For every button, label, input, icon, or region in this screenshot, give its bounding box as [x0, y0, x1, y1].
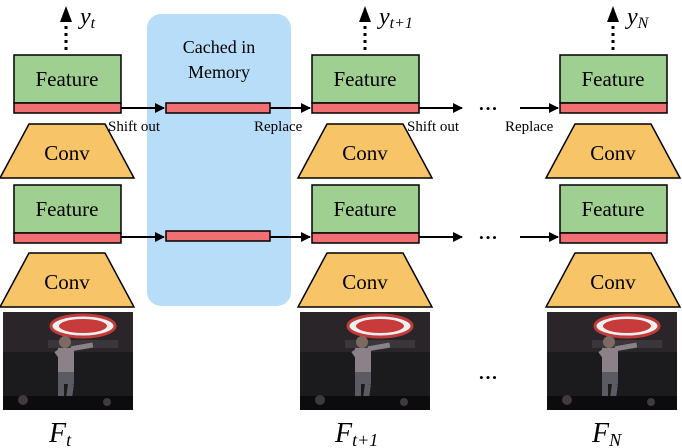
cached-shift-segment-bottom — [165, 230, 271, 242]
memory-label-line1: Cached in — [183, 37, 255, 57]
ellipsis: ••• — [479, 370, 499, 385]
feature-block — [311, 184, 420, 234]
output-arrowhead — [359, 6, 371, 22]
feature-label: Feature — [334, 197, 397, 221]
column-t-plus-1: Feature Conv Feature Conv yt+1 Ft+1 — [296, 4, 434, 448]
output-label: yt — [78, 4, 96, 32]
feature-label: Feature — [582, 197, 645, 221]
conv-block — [0, 252, 136, 308]
feature-block — [13, 54, 122, 104]
frame-label: FN — [591, 418, 622, 448]
conv-label: Conv — [44, 270, 90, 294]
video-frame-image — [1, 310, 135, 412]
conv-block — [0, 123, 136, 179]
shift-bar — [311, 102, 420, 114]
frame-label: Ft+1 — [334, 418, 378, 448]
cached-shift-segment-top — [165, 102, 271, 114]
conv-block — [296, 252, 434, 308]
shift-out-label: Shift out — [407, 119, 460, 135]
replace-label: Replace — [505, 119, 554, 135]
feature-block — [559, 54, 668, 104]
conv-label: Conv — [44, 141, 90, 165]
shift-bar — [13, 232, 122, 244]
column-t: Feature Conv Feature Conv yt Ft — [0, 4, 136, 448]
video-frame-image — [545, 310, 679, 412]
feature-block — [559, 184, 668, 234]
conv-label: Conv — [342, 141, 388, 165]
conv-block — [296, 123, 434, 179]
feature-label: Feature — [582, 67, 645, 91]
video-frame-image — [298, 310, 432, 412]
conv-label: Conv — [590, 141, 636, 165]
column-n: Feature Conv Feature Conv yN FN — [544, 4, 682, 448]
feature-label: Feature — [36, 197, 99, 221]
feature-label: Feature — [36, 67, 99, 91]
ellipsis: ••• — [479, 101, 499, 116]
output-arrowhead — [607, 6, 619, 22]
shift-bar — [13, 102, 122, 114]
shift-bar — [559, 232, 668, 244]
output-label: yN — [625, 4, 650, 32]
feature-label: Feature — [334, 67, 397, 91]
memory-label-line2: Memory — [188, 62, 250, 82]
output-label: yt+1 — [377, 4, 413, 32]
frame-label: Ft — [48, 418, 72, 448]
conv-label: Conv — [590, 270, 636, 294]
output-arrowhead — [60, 6, 72, 22]
conv-label: Conv — [342, 270, 388, 294]
shift-out-label: Shift out — [108, 119, 161, 135]
conv-block — [544, 252, 682, 308]
conv-block — [544, 123, 682, 179]
replace-label: Replace — [254, 119, 303, 135]
shift-bar — [559, 102, 668, 114]
shift-bar — [311, 232, 420, 244]
feature-block — [311, 54, 420, 104]
ellipsis: ••• — [479, 230, 499, 245]
cached-memory-box — [147, 14, 291, 306]
